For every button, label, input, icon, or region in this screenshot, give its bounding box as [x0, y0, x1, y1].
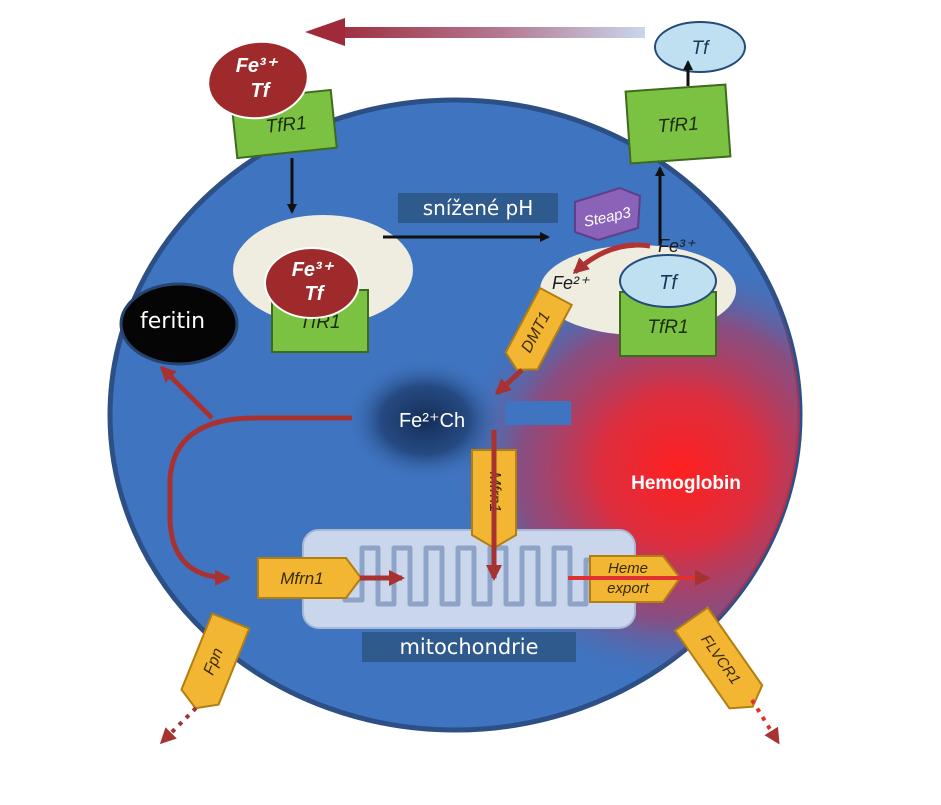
arrow-to-ferritin	[159, 365, 214, 420]
tf-label-endosome-right: Tf	[659, 272, 679, 294]
mfrn1-horizontal	[257, 557, 363, 599]
fe2-chaperone-glow	[345, 358, 505, 482]
dmt1: DMT1	[504, 286, 574, 371]
ferritin	[119, 282, 239, 366]
fe3-label-endosome-left: Fe³⁺	[292, 259, 335, 281]
free-tf-label: Tf	[692, 38, 711, 59]
heme-export-label-line1: Heme	[608, 560, 648, 577]
lowered-ph-label: snížené pH	[398, 193, 558, 223]
tf-recycle-arrow-head	[305, 18, 345, 46]
arrow-fpn-export	[159, 706, 198, 745]
fe2-chaperone-label: Fe²⁺Ch	[399, 410, 465, 432]
steap3	[574, 186, 642, 242]
tfr1-right-membrane-label: TfR1	[657, 114, 700, 138]
heme-export-label-line2: export	[607, 580, 650, 597]
ferritin-label: feritin	[140, 309, 206, 334]
fpn: Fpn	[180, 612, 251, 710]
fe2-label-endosome-right: Fe²⁺	[552, 273, 590, 293]
mitochondria-label: mitochondrie	[362, 632, 576, 662]
arrow-dmt1-to-chaperone	[494, 368, 524, 396]
tfr1-right-membrane	[624, 83, 732, 165]
tf-recycle-arrow-shaft	[330, 27, 645, 38]
fe3-tf-endosome-left	[264, 247, 360, 319]
fe2-ch-cover-box	[505, 401, 571, 425]
fe3-label-left-membrane: Fe³⁺	[236, 55, 279, 77]
tfr1-endosome-right-label: TfR1	[647, 317, 688, 338]
tf-label-endosome-left: Tf	[305, 283, 326, 305]
tf-label-left-membrane: Tf	[251, 80, 272, 102]
hemoglobin-label: Hemoglobin	[631, 473, 741, 494]
fe3-tf-left-membrane	[207, 40, 309, 120]
free-tf	[654, 21, 746, 73]
reduction-arrow	[572, 242, 651, 275]
arrow-flvcr1-export	[750, 698, 780, 745]
mfrn1-horizontal-label: Mfrn1	[280, 569, 323, 588]
arrow-chaperone-to-mitochondria	[167, 415, 352, 586]
fe3-label-endosome-right: Fe³⁺	[658, 236, 696, 256]
tf-endosome-right	[619, 254, 717, 308]
